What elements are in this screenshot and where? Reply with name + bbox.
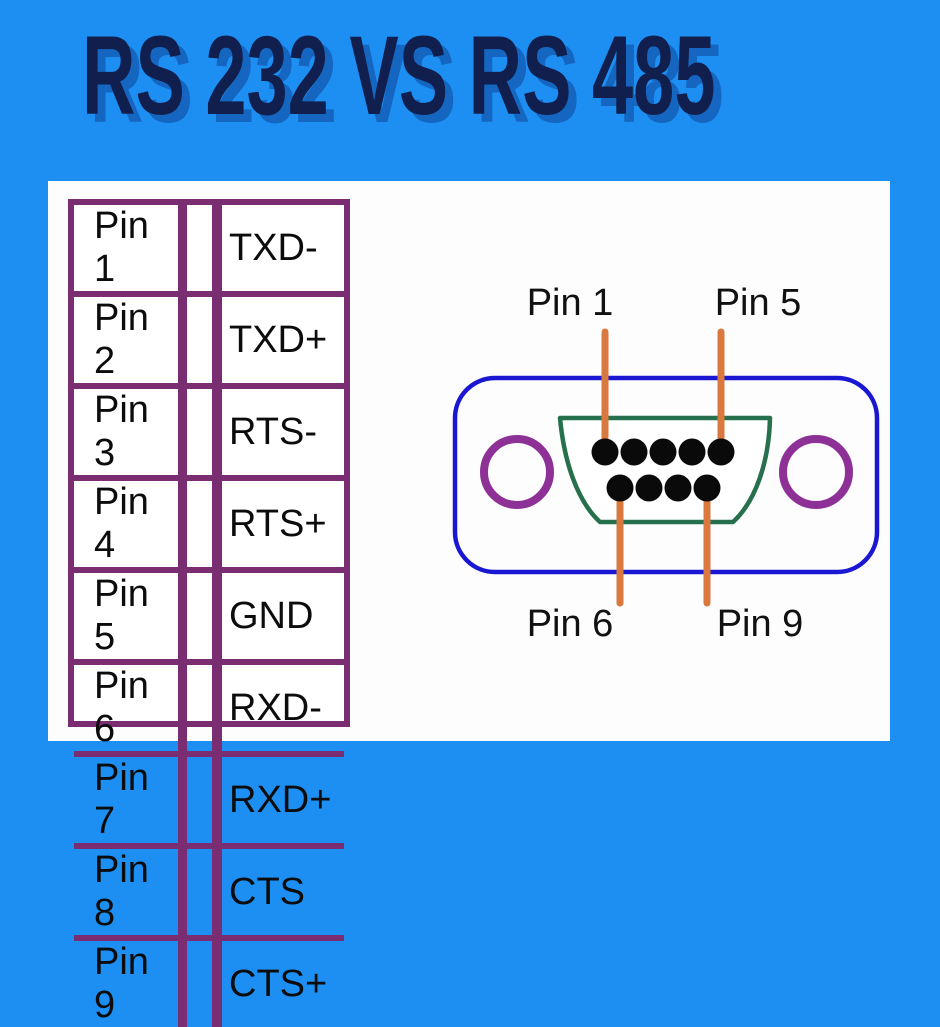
signal-cell: TXD-: [229, 226, 318, 269]
column-divider-line: [178, 665, 187, 751]
pin-cell: Pin 6: [94, 665, 149, 750]
pin-dot: [649, 438, 677, 466]
screw-hole-left: [480, 435, 554, 509]
column-divider-line: [212, 849, 222, 935]
column-gap: [187, 849, 212, 935]
content-panel: Pin 1 TXD- Pin 2 TXD+ Pin 3 RTS- Pin 4 R…: [48, 181, 890, 1027]
column-divider-line: [178, 849, 187, 935]
table-row: Pin 7 RXD+: [74, 757, 344, 849]
connector-svg: [452, 328, 880, 607]
connector-label-pin9: Pin 9: [716, 603, 804, 645]
column-divider-line: [212, 941, 222, 1027]
pin-cell: Pin 1: [94, 205, 149, 290]
pin-dot: [635, 474, 663, 502]
table-row: Pin 3 RTS-: [74, 389, 344, 481]
pin-cell: Pin 5: [94, 573, 149, 658]
column-divider-line: [212, 481, 222, 567]
column-divider-line: [178, 481, 187, 567]
pin-cell: Pin 3: [94, 389, 149, 474]
pin-dot: [620, 438, 648, 466]
connector-label-pin1: Pin 1: [526, 282, 614, 324]
screw-hole-right: [779, 435, 853, 509]
pin-cell: Pin 8: [94, 849, 149, 934]
top-pin-dots: [591, 438, 735, 466]
pin-cell: Pin 9: [94, 941, 149, 1026]
page-title: RS 232 VS RS 485: [82, 12, 716, 139]
signal-cell: RXD+: [229, 778, 332, 821]
column-divider-line: [212, 757, 222, 843]
pin-dot: [707, 438, 735, 466]
connector-label-pin6: Pin 6: [526, 603, 614, 645]
column-divider-line: [178, 205, 187, 291]
pin-cell: Pin 7: [94, 757, 149, 842]
signal-cell: RTS-: [229, 410, 317, 453]
column-gap: [187, 757, 212, 843]
pin-cell: Pin 4: [94, 481, 149, 566]
pin-dot: [606, 474, 634, 502]
connector-label-pin5: Pin 5: [714, 282, 802, 324]
pin-dot: [693, 474, 721, 502]
pin-dot: [664, 474, 692, 502]
pin-dot: [591, 438, 619, 466]
table-row: Pin 8 CTS: [74, 849, 344, 941]
column-divider-line: [178, 297, 187, 383]
column-divider-line: [212, 297, 222, 383]
signal-cell: RTS+: [229, 502, 327, 545]
signal-cell: GND: [229, 594, 314, 637]
pin-dot: [678, 438, 706, 466]
signal-cell: RXD-: [229, 686, 322, 729]
infographic-background: { "title": "RS 232 VS RS 485", "pin_tabl…: [48, 12, 890, 1027]
callout-lines: [601, 328, 725, 607]
signal-cell: CTS: [229, 870, 305, 913]
dsub-shell: [557, 415, 773, 525]
pin-cell: Pin 2: [94, 297, 149, 382]
signal-cell: TXD+: [229, 318, 328, 361]
bottom-pin-dots: [606, 474, 721, 502]
column-gap: [187, 941, 212, 1027]
column-divider-line: [178, 757, 187, 843]
table-row: Pin 6 RXD-: [74, 665, 344, 757]
column-divider-line: [212, 389, 222, 475]
table-row: Pin 1 TXD-: [74, 205, 344, 297]
column-divider-line: [178, 941, 187, 1027]
signal-cell: CTS+: [229, 962, 328, 1005]
column-divider-line: [178, 389, 187, 475]
column-divider-line: [212, 205, 222, 291]
table-row: Pin 4 RTS+: [74, 481, 344, 573]
table-row: Pin 5 GND: [74, 573, 344, 665]
column-divider-line: [178, 573, 187, 659]
column-divider-line: [212, 573, 222, 659]
table-row: Pin 9 CTS+: [74, 941, 344, 1027]
table-row: Pin 2 TXD+: [74, 297, 344, 389]
column-divider-line: [212, 665, 222, 751]
